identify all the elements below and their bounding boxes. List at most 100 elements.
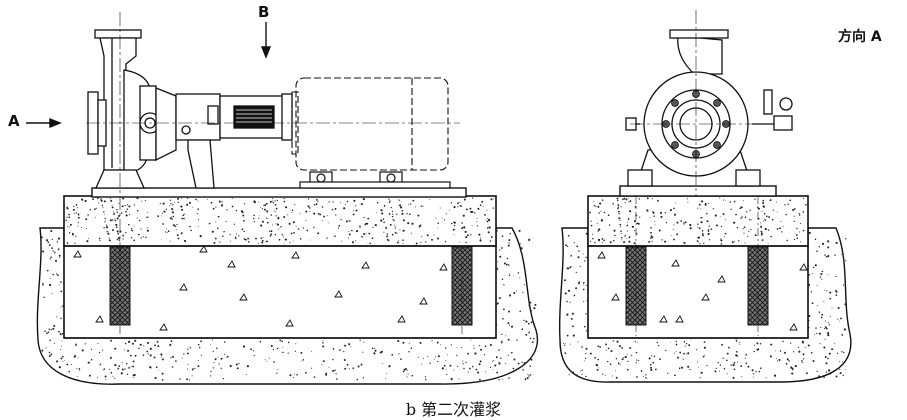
speckle-dot (842, 374, 844, 376)
speckle-dot (260, 237, 263, 239)
speckle-dot (761, 210, 763, 212)
speckle-dot (673, 213, 677, 216)
speckle-dot (109, 356, 112, 359)
speckle-dot (212, 350, 214, 352)
speckle-dot (116, 238, 119, 241)
speckle-dot (462, 363, 464, 365)
speckle-dot (60, 345, 62, 347)
speckle-dot (269, 200, 272, 203)
speckle-dot (801, 359, 803, 362)
speckle-dot (529, 337, 532, 340)
speckle-dot (120, 212, 123, 214)
speckle-dot (77, 213, 79, 215)
speckle-dot (125, 214, 128, 217)
speckle-dot (575, 287, 578, 290)
speckle-dot (626, 353, 628, 355)
speckle-dot (528, 331, 531, 334)
speckle-dot (266, 360, 268, 362)
speckle-dot (114, 364, 117, 367)
speckle-dot (58, 254, 61, 257)
speckle-dot (616, 197, 619, 200)
speckle-dot (317, 213, 320, 215)
speckle-dot (414, 206, 416, 208)
speckle-dot (130, 237, 133, 239)
speckle-dot (615, 376, 618, 379)
speckle-dot (565, 342, 567, 344)
speckle-dot (444, 240, 447, 243)
speckle-dot (124, 342, 127, 345)
speckle-dot (733, 221, 736, 224)
speckle-dot (479, 378, 481, 381)
speckle-dot (463, 226, 466, 229)
speckle-dot (688, 344, 691, 347)
speckle-dot (563, 342, 565, 344)
speckle-dot (595, 363, 598, 367)
speckle-dot (626, 238, 628, 240)
speckle-dot (107, 232, 110, 235)
speckle-dot (146, 211, 148, 213)
speckle-dot (60, 290, 63, 293)
speckle-dot (473, 347, 475, 350)
speckle-dot (763, 212, 766, 215)
speckle-dot (824, 338, 826, 340)
speckle-dot (619, 364, 621, 366)
speckle-dot (526, 377, 529, 380)
speckle-dot (697, 207, 699, 209)
speckle-dot (397, 239, 399, 241)
speckle-dot (441, 367, 444, 370)
speckle-dot (457, 206, 459, 208)
speckle-dot (824, 254, 826, 256)
speckle-dot (355, 240, 357, 242)
speckle-dot (300, 360, 302, 362)
speckle-dot (810, 291, 813, 293)
speckle-dot (317, 200, 319, 202)
speckle-dot (654, 221, 656, 223)
speckle-dot (726, 359, 728, 362)
speckle-dot (491, 360, 494, 362)
speckle-dot (415, 242, 418, 245)
speckle-dot (188, 346, 190, 348)
speckle-dot (323, 215, 326, 218)
speckle-dot (820, 316, 823, 319)
speckle-dot (625, 198, 628, 201)
speckle-dot (670, 342, 671, 343)
arrow-b-label: B (258, 3, 270, 21)
speckle-dot (89, 362, 91, 364)
speckle-dot (272, 224, 274, 226)
speckle-dot (672, 228, 674, 230)
speckle-dot (146, 229, 149, 232)
speckle-dot (48, 354, 51, 358)
speckle-dot (724, 232, 727, 235)
speckle-dot (225, 220, 227, 223)
speckle-dot (825, 371, 827, 373)
speckle-dot (291, 209, 294, 212)
speckle-dot (399, 229, 401, 231)
speckle-dot (142, 236, 144, 238)
speckle-dot (234, 237, 237, 240)
speckle-dot (253, 221, 256, 223)
speckle-dot (111, 206, 114, 209)
speckle-dot (717, 362, 719, 364)
speckle-dot (197, 219, 199, 221)
speckle-dot (617, 204, 620, 206)
speckle-dot (74, 242, 76, 244)
speckle-dot (283, 216, 286, 218)
speckle-dot (72, 208, 75, 211)
speckle-dot (281, 340, 283, 343)
speckle-dot (261, 239, 264, 242)
speckle-dot (651, 355, 653, 357)
speckle-dot (484, 214, 486, 216)
speckle-dot (464, 230, 467, 233)
speckle-dot (674, 374, 676, 377)
speckle-dot (486, 227, 489, 229)
speckle-dot (186, 378, 189, 381)
speckle-dot (443, 219, 445, 221)
speckle-dot (210, 344, 212, 346)
speckle-dot (169, 240, 171, 242)
speckle-dot (762, 205, 765, 208)
speckle-dot (269, 234, 272, 237)
speckle-dot (784, 204, 786, 206)
speckle-dot (161, 379, 164, 381)
speckle-dot (166, 228, 168, 230)
speckle-dot (827, 357, 829, 360)
